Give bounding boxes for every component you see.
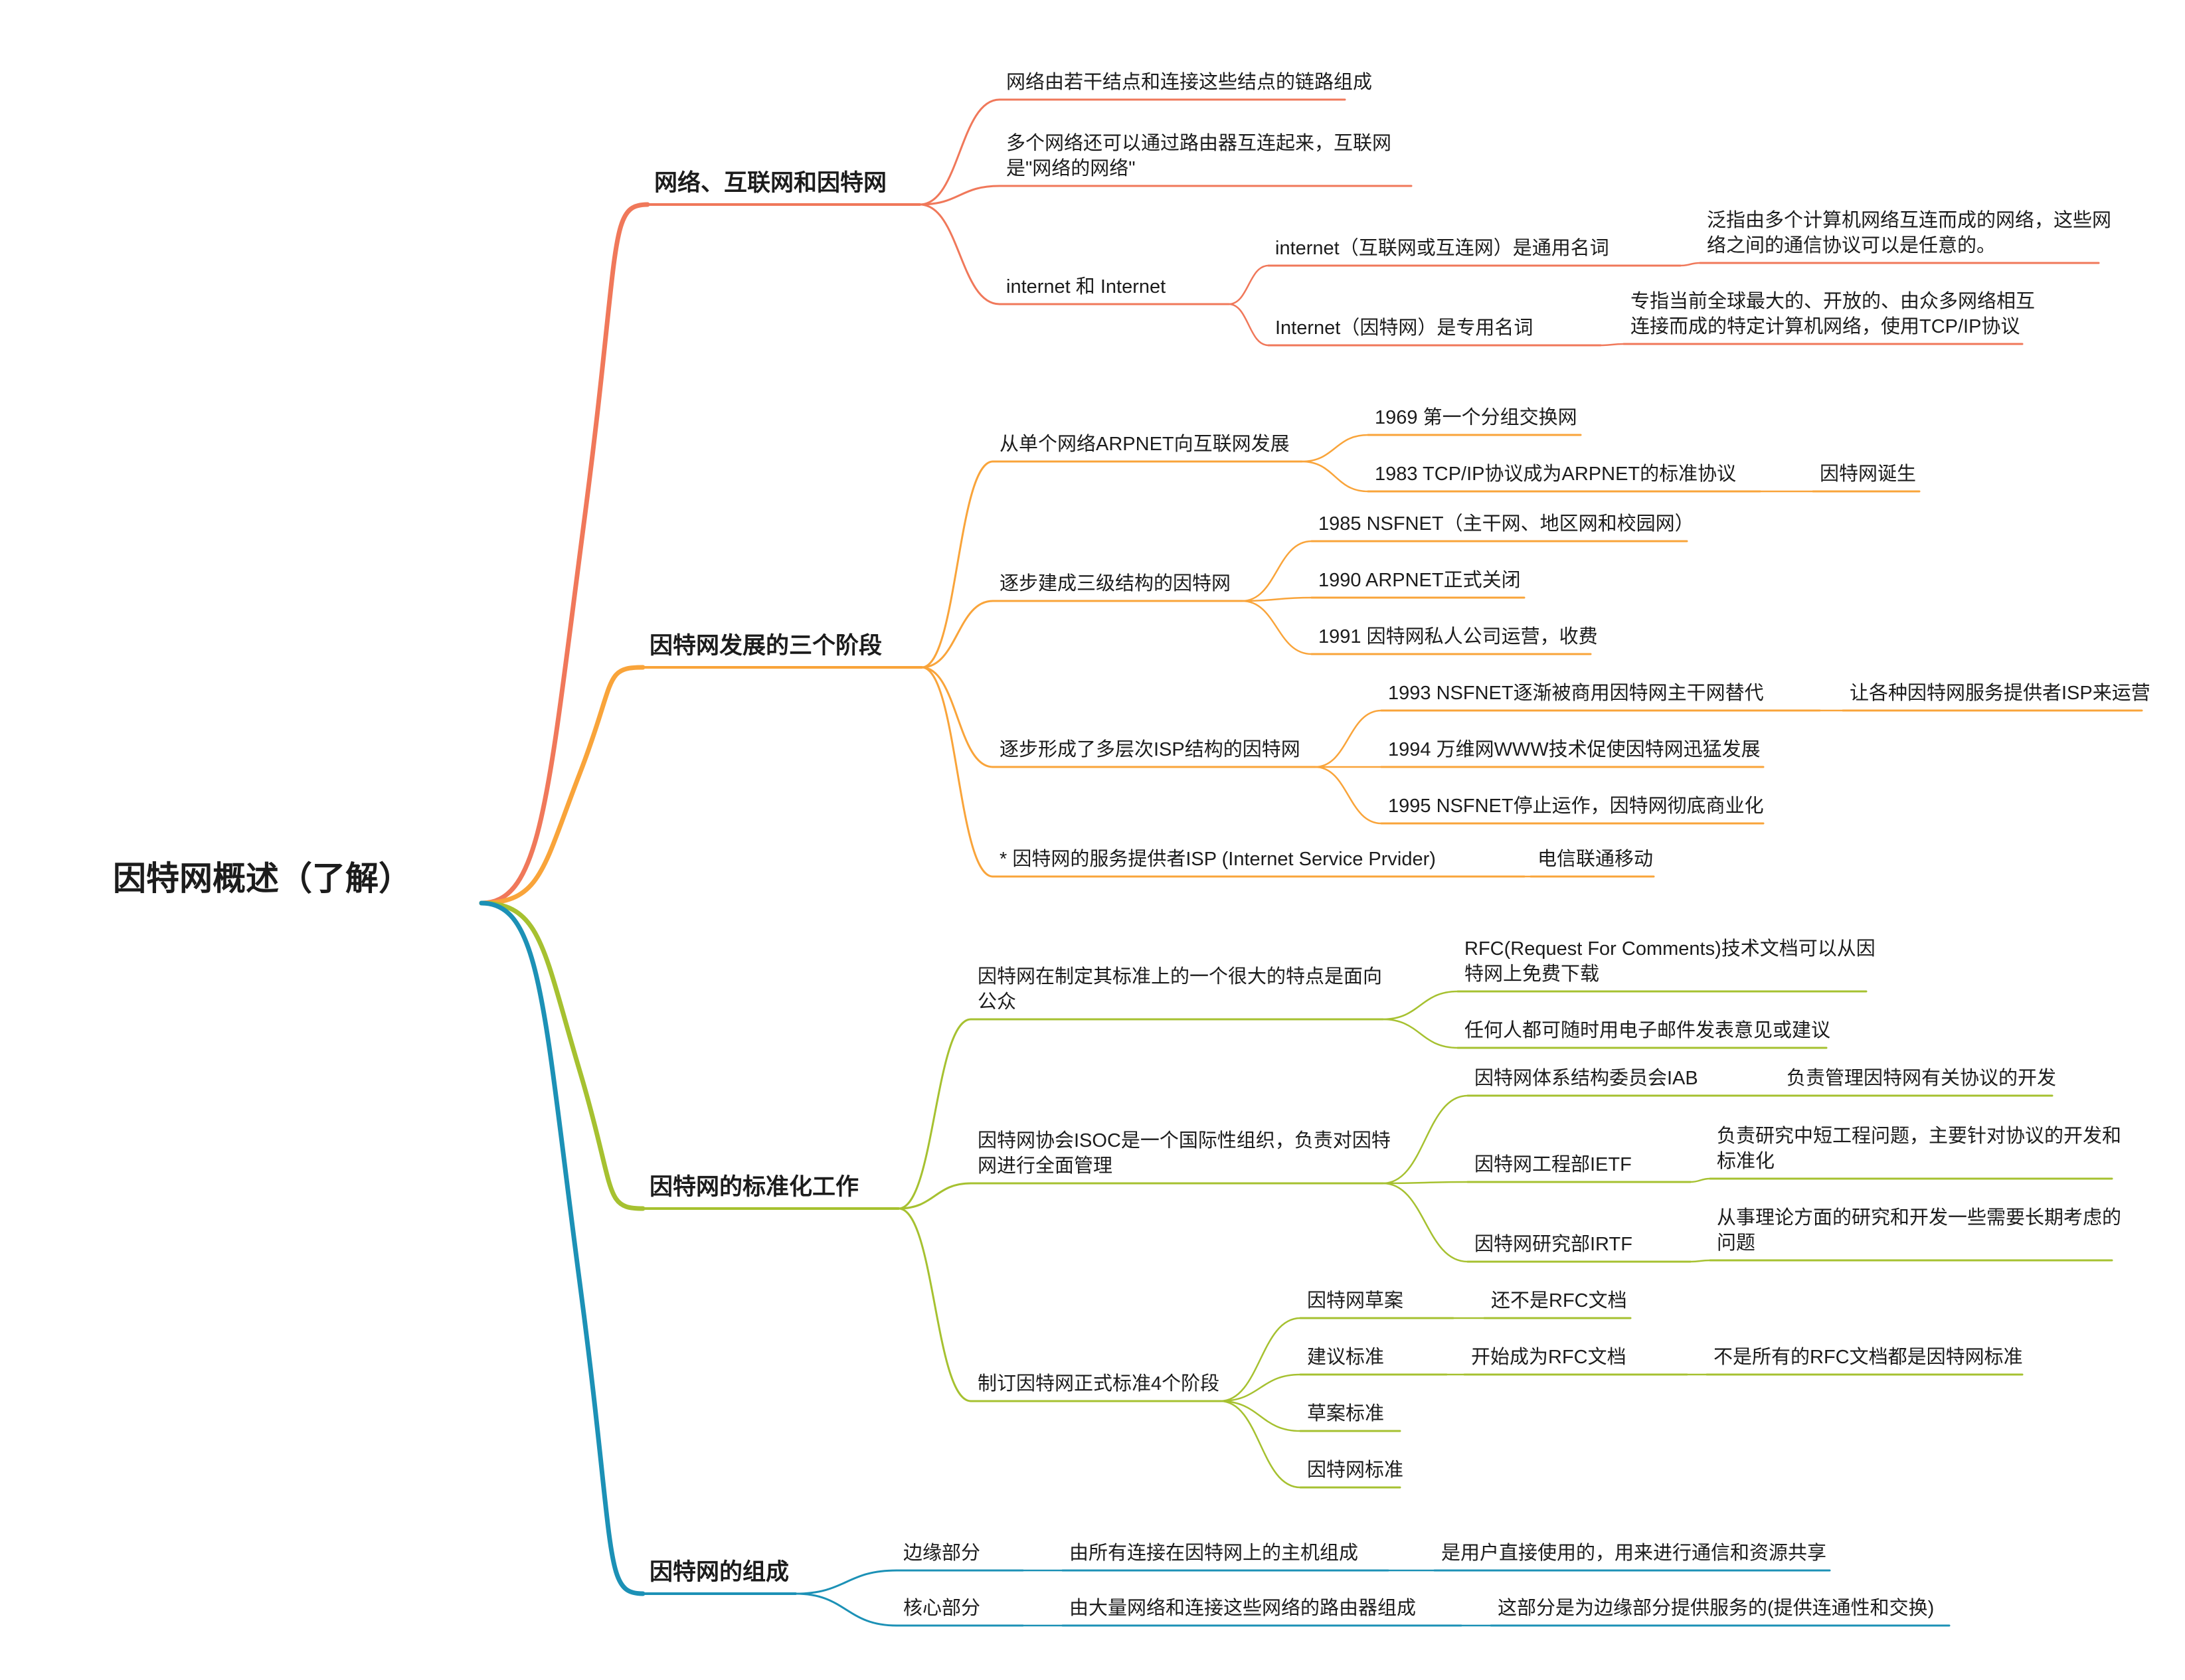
link-branch-2-c2 bbox=[897, 1207, 972, 1402]
topic-branch-2-c1-c2-c0[interactable]: 从事理论方面的研究和开发一些需要长期考虑的问题 bbox=[1717, 1207, 2122, 1254]
link-branch-0-c2-c0 bbox=[1227, 264, 1270, 305]
link-branch-1-c0-c0 bbox=[1300, 434, 1369, 463]
topic-branch-2-c2-c1-c0-c0[interactable]: 不是所有的RFC文档都是因特网标准 bbox=[1713, 1347, 2023, 1368]
link-branch-2 bbox=[479, 900, 646, 1211]
link-branch-1-c1-c2 bbox=[1241, 600, 1313, 655]
topic-branch-2-c2-c1[interactable]: 建议标准 bbox=[1307, 1347, 1385, 1368]
topic-branch-2-c1-c0[interactable]: 因特网体系结构委员会IAB bbox=[1474, 1068, 1698, 1089]
topic-branch-1-c2-c0-c0[interactable]: 让各种因特网服务提供者ISP来运营 bbox=[1850, 683, 2150, 704]
link-branch-1-c2 bbox=[920, 666, 994, 768]
link-branch-2-c0-c0 bbox=[1381, 990, 1459, 1021]
topic-branch-3-c0[interactable]: 边缘部分 bbox=[903, 1543, 981, 1564]
topic-branch-1[interactable]: 因特网发展的三个阶段 bbox=[650, 633, 883, 659]
topic-branch-1-c2-c2[interactable]: 1995 NSFNET停止运作，因特网彻底商业化 bbox=[1388, 796, 1764, 817]
link-branch-1-c0 bbox=[920, 460, 994, 669]
topic-branch-2[interactable]: 因特网的标准化工作 bbox=[650, 1174, 859, 1200]
link-branch-1-c1-c1 bbox=[1241, 596, 1313, 602]
topic-branch-2-c0[interactable]: 因特网在制定其标准上的一个很大的特点是面向公众 bbox=[978, 966, 1383, 1013]
link-branch-2-c1-c1-c0 bbox=[1689, 1177, 1711, 1183]
topic-branch-1-c0-c1[interactable]: 1983 TCP/IP协议成为ARPNET的标准协议 bbox=[1375, 463, 1737, 485]
topic-branch-2-c2-c0[interactable]: 因特网草案 bbox=[1307, 1290, 1404, 1311]
link-branch-2-c2-c3 bbox=[1219, 1400, 1302, 1489]
topic-branch-2-c0-c1[interactable]: 任何人都可随时用电子邮件发表意见或建议 bbox=[1464, 1020, 1831, 1041]
topic-branch-2-c0-c0[interactable]: RFC(Request For Comments)技术文档可以从因特网上免费下载 bbox=[1464, 938, 1876, 985]
link-branch-3-c1 bbox=[794, 1592, 898, 1627]
link-branch-1-c3 bbox=[920, 666, 994, 878]
topic-branch-2-c2-c3[interactable]: 因特网标准 bbox=[1307, 1460, 1404, 1481]
topic-branch-2-c2[interactable]: 制订因特网正式标准4个阶段 bbox=[978, 1373, 1220, 1394]
link-branch-2-c1-c2-c0 bbox=[1689, 1259, 1711, 1263]
topic-branch-1-c1-c1[interactable]: 1990 ARPNET正式关闭 bbox=[1318, 570, 1521, 591]
topic-branch-3-c0-c0-c0[interactable]: 是用户直接使用的，用来进行通信和资源共享 bbox=[1441, 1543, 1827, 1564]
link-branch-1-c1-c0 bbox=[1241, 540, 1313, 602]
topic-branch-2-c1-c0-c0[interactable]: 负责管理因特网有关协议的开发 bbox=[1787, 1068, 2057, 1089]
topic-branch-1-c3[interactable]: * 因特网的服务提供者ISP (Internet Service Prvider… bbox=[1000, 849, 1436, 870]
link-branch-2-c1-c2 bbox=[1381, 1182, 1469, 1263]
link-branch-2-c0 bbox=[897, 1018, 972, 1210]
link-branch-0-c0 bbox=[918, 98, 1001, 206]
link-branch-2-c2-c0 bbox=[1219, 1317, 1302, 1402]
topic-branch-0-c2-c0[interactable]: internet（互联网或互连网）是通用名词 bbox=[1275, 238, 1609, 259]
link-branch-1 bbox=[479, 665, 646, 906]
topic-branch-1-c1-c2[interactable]: 1991 因特网私人公司运营，收费 bbox=[1318, 626, 1598, 647]
topic-branch-1-c0-c0[interactable]: 1969 第一个分组交换网 bbox=[1375, 407, 1577, 428]
topic-branch-0[interactable]: 网络、互联网和因特网 bbox=[654, 170, 887, 196]
topic-branch-0-c2-c0-c0[interactable]: 泛指由多个计算机网络互连而成的网络，这些网络之间的通信协议可以是任意的。 bbox=[1707, 210, 2112, 256]
topic-branch-2-c1-c2[interactable]: 因特网研究部IRTF bbox=[1474, 1234, 1632, 1255]
topic-branch-1-c2-c0[interactable]: 1993 NSFNET逐渐被商用因特网主干网替代 bbox=[1388, 683, 1764, 704]
link-branch-2-c1-c0 bbox=[1381, 1094, 1469, 1185]
topic-branch-2-c1[interactable]: 因特网协会ISOC是一个国际性组织，负责对因特网进行全面管理 bbox=[978, 1130, 1391, 1177]
topic-branch-2-c1-c1[interactable]: 因特网工程部IETF bbox=[1474, 1154, 1632, 1175]
topic-branch-2-c1-c1-c0[interactable]: 负责研究中短工程问题，主要针对协议的开发和标准化 bbox=[1717, 1126, 2122, 1172]
link-branch-2-c1-c1 bbox=[1381, 1181, 1469, 1185]
link-branch-0-c2-c1 bbox=[1227, 303, 1270, 347]
topic-branch-3-c1-c0-c0[interactable]: 这部分是为边缘部分提供服务的(提供连通性和交换) bbox=[1498, 1598, 1935, 1619]
link-branch-3-c0 bbox=[794, 1569, 898, 1595]
topic-branch-3-c1[interactable]: 核心部分 bbox=[903, 1598, 981, 1619]
topic-branch-2-c2-c1-c0[interactable]: 开始成为RFC文档 bbox=[1471, 1347, 1626, 1368]
topic-branch-1-c3-c0[interactable]: 电信联通移动 bbox=[1537, 849, 1654, 870]
topic-branch-0-c0[interactable]: 网络由若干结点和连接这些结点的链路组成 bbox=[1006, 72, 1373, 93]
link-branch-2-c1 bbox=[897, 1182, 972, 1210]
link-branch-0-c2-c0-c0 bbox=[1679, 262, 1702, 267]
topic-branch-1-c1[interactable]: 逐步建成三级结构的因特网 bbox=[1000, 573, 1231, 594]
topic-branch-3-c0-c0[interactable]: 由所有连接在因特网上的主机组成 bbox=[1069, 1543, 1359, 1564]
link-branch-0 bbox=[479, 202, 650, 906]
topic-branch-0-c2-c1-c0[interactable]: 专指当前全球最大的、开放的、由众多网络相互连接而成的特定计算机网络，使用TCP/… bbox=[1630, 291, 2036, 337]
link-branch-1-c1 bbox=[920, 600, 994, 669]
link-branch-0-c2 bbox=[918, 203, 1001, 305]
link-branch-1-c2-c0 bbox=[1314, 709, 1383, 768]
link-branch-1-c0-c1 bbox=[1300, 460, 1369, 493]
link-branch-2-c0-c1 bbox=[1381, 1018, 1459, 1049]
link-branch-2-c2-c1 bbox=[1219, 1373, 1302, 1402]
topic-branch-2-c2-c2[interactable]: 草案标准 bbox=[1307, 1403, 1385, 1424]
topic-branch-0-c2-c1[interactable]: Internet（因特网）是专用名词 bbox=[1275, 317, 1533, 339]
topic-branch-1-c1-c0[interactable]: 1985 NSFNET（主干网、地区网和校园网） bbox=[1318, 513, 1694, 535]
link-branch-2-c2-c2 bbox=[1219, 1400, 1302, 1432]
topic-branch-0-c2[interactable]: internet 和 Internet bbox=[1006, 276, 1166, 297]
topic-branch-2-c2-c0-c0[interactable]: 还不是RFC文档 bbox=[1491, 1290, 1627, 1311]
link-branch-0-c2-c1-c0 bbox=[1599, 343, 1625, 347]
root-topic[interactable]: 因特网概述（了解） bbox=[113, 860, 412, 897]
topic-branch-1-c0-c1-c0[interactable]: 因特网诞生 bbox=[1820, 463, 1917, 485]
topic-branch-1-c2-c1[interactable]: 1994 万维网WWW技术促使因特网迅猛发展 bbox=[1388, 739, 1761, 760]
topic-branch-3-c1-c0[interactable]: 由大量网络和连接这些网络的路由器组成 bbox=[1069, 1598, 1417, 1619]
topic-branch-0-c1[interactable]: 多个网络还可以通过路由器互连起来，互联网是"网络的网络" bbox=[1006, 133, 1392, 179]
link-branch-3 bbox=[479, 900, 646, 1596]
link-branch-0-c1 bbox=[918, 185, 1001, 206]
topic-branch-3[interactable]: 因特网的组成 bbox=[650, 1559, 790, 1585]
link-branch-1-c2-c2 bbox=[1314, 766, 1383, 825]
topic-branch-1-c0[interactable]: 从单个网络ARPNET向互联网发展 bbox=[1000, 434, 1290, 455]
topic-branch-1-c2[interactable]: 逐步形成了多层次ISP结构的因特网 bbox=[1000, 739, 1300, 760]
